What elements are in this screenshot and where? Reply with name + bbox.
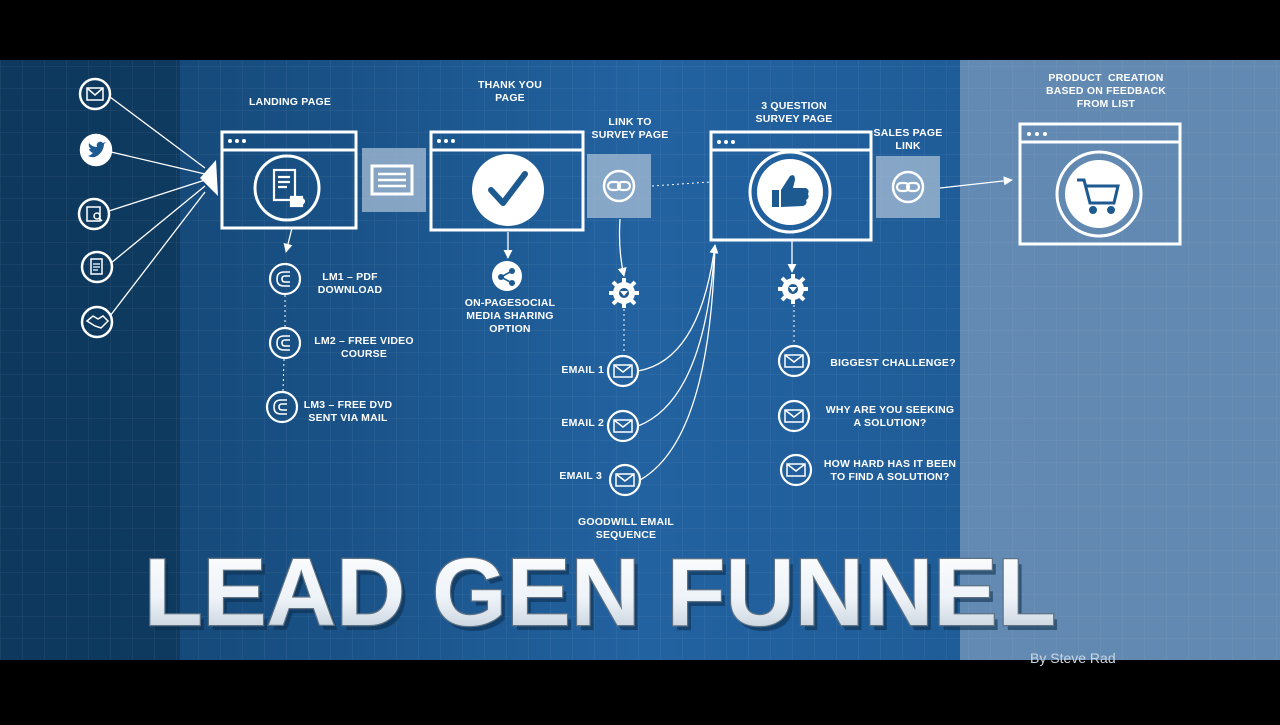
lm1-label: LM1 – PDF DOWNLOAD [317,271,383,296]
source-document-icon [80,250,114,284]
letterbox-bottom [0,660,1280,720]
question-2-label: WHY ARE YOU SEEKING A SOLUTION? [825,404,955,429]
main-title: LEAD GEN FUNNEL LEAD GEN FUNNEL [143,538,1060,645]
sales-page-link-label: SALES PAGE LINK [873,127,943,152]
link-icon [606,180,632,192]
survey-link-to-gear-arrow [617,218,627,277]
survey-page-label: 3 QUESTION SURVEY PAGE [755,100,833,125]
product-creation-window [1018,122,1182,246]
sharing-label: ON-PAGESOCIAL MEDIA SHARING OPTION [464,297,556,335]
source-handshake-icon [80,305,114,339]
email-1-label: EMAIL 1 [561,364,604,376]
question-3-label: HOW HARD HAS IT BEEN TO FIND A SOLUTION? [823,458,957,483]
shopping-cart-icon [1077,178,1120,214]
lead-magnet-icons [265,262,302,424]
question-icons [777,344,813,487]
arrow-to-product [939,176,1013,189]
thumbs-up-icon [772,175,809,207]
source-email-icon [78,77,112,111]
gear-icon-emails [609,278,639,308]
credit-text: By Steve Rad [1030,650,1116,666]
funnel-entry-arrow [200,160,218,196]
thank-you-page-window [429,130,585,232]
survey-link-tile [587,154,651,218]
landing-page-label: LANDING PAGE [248,96,332,108]
source-icons [77,77,114,339]
survey-page-window [709,130,873,242]
share-icon [492,261,522,291]
page-tile [362,148,426,212]
landing-to-lm-arrow [283,227,293,253]
main-title-text: LEAD GEN FUNNEL [144,539,1056,645]
product-creation-label: PRODUCT CREATION BASED ON FEEDBACK FROM … [1045,72,1167,110]
thank-you-page-label: THANK YOU PAGE [477,79,543,104]
sales-link-tile [876,156,940,218]
source-lines [108,96,206,317]
question-1-label: BIGGEST CHALLENGE? [830,357,956,369]
letterbox-top [0,0,1280,60]
gear-icon-questions [778,274,808,304]
svg-text:LEAD GEN FUNNEL: LEAD GEN FUNNEL [148,544,1060,645]
email-sequence-label: GOODWILL EMAIL SEQUENCE [578,516,674,541]
document-coffee-icon [272,168,306,208]
source-twitter-icon [79,133,113,167]
source-search-page-icon [77,197,111,231]
lm3-label: LM3 – FREE DVD SENT VIA MAIL [303,399,393,424]
checkmark-icon [488,171,528,206]
email-3-label: EMAIL 3 [559,470,602,482]
lm2-label: LM2 – FREE VIDEO COURSE [314,335,414,360]
landing-page-window [220,130,358,230]
email-2-label: EMAIL 2 [561,417,604,429]
link-to-survey-label: LINK TO SURVEY PAGE [591,116,669,141]
